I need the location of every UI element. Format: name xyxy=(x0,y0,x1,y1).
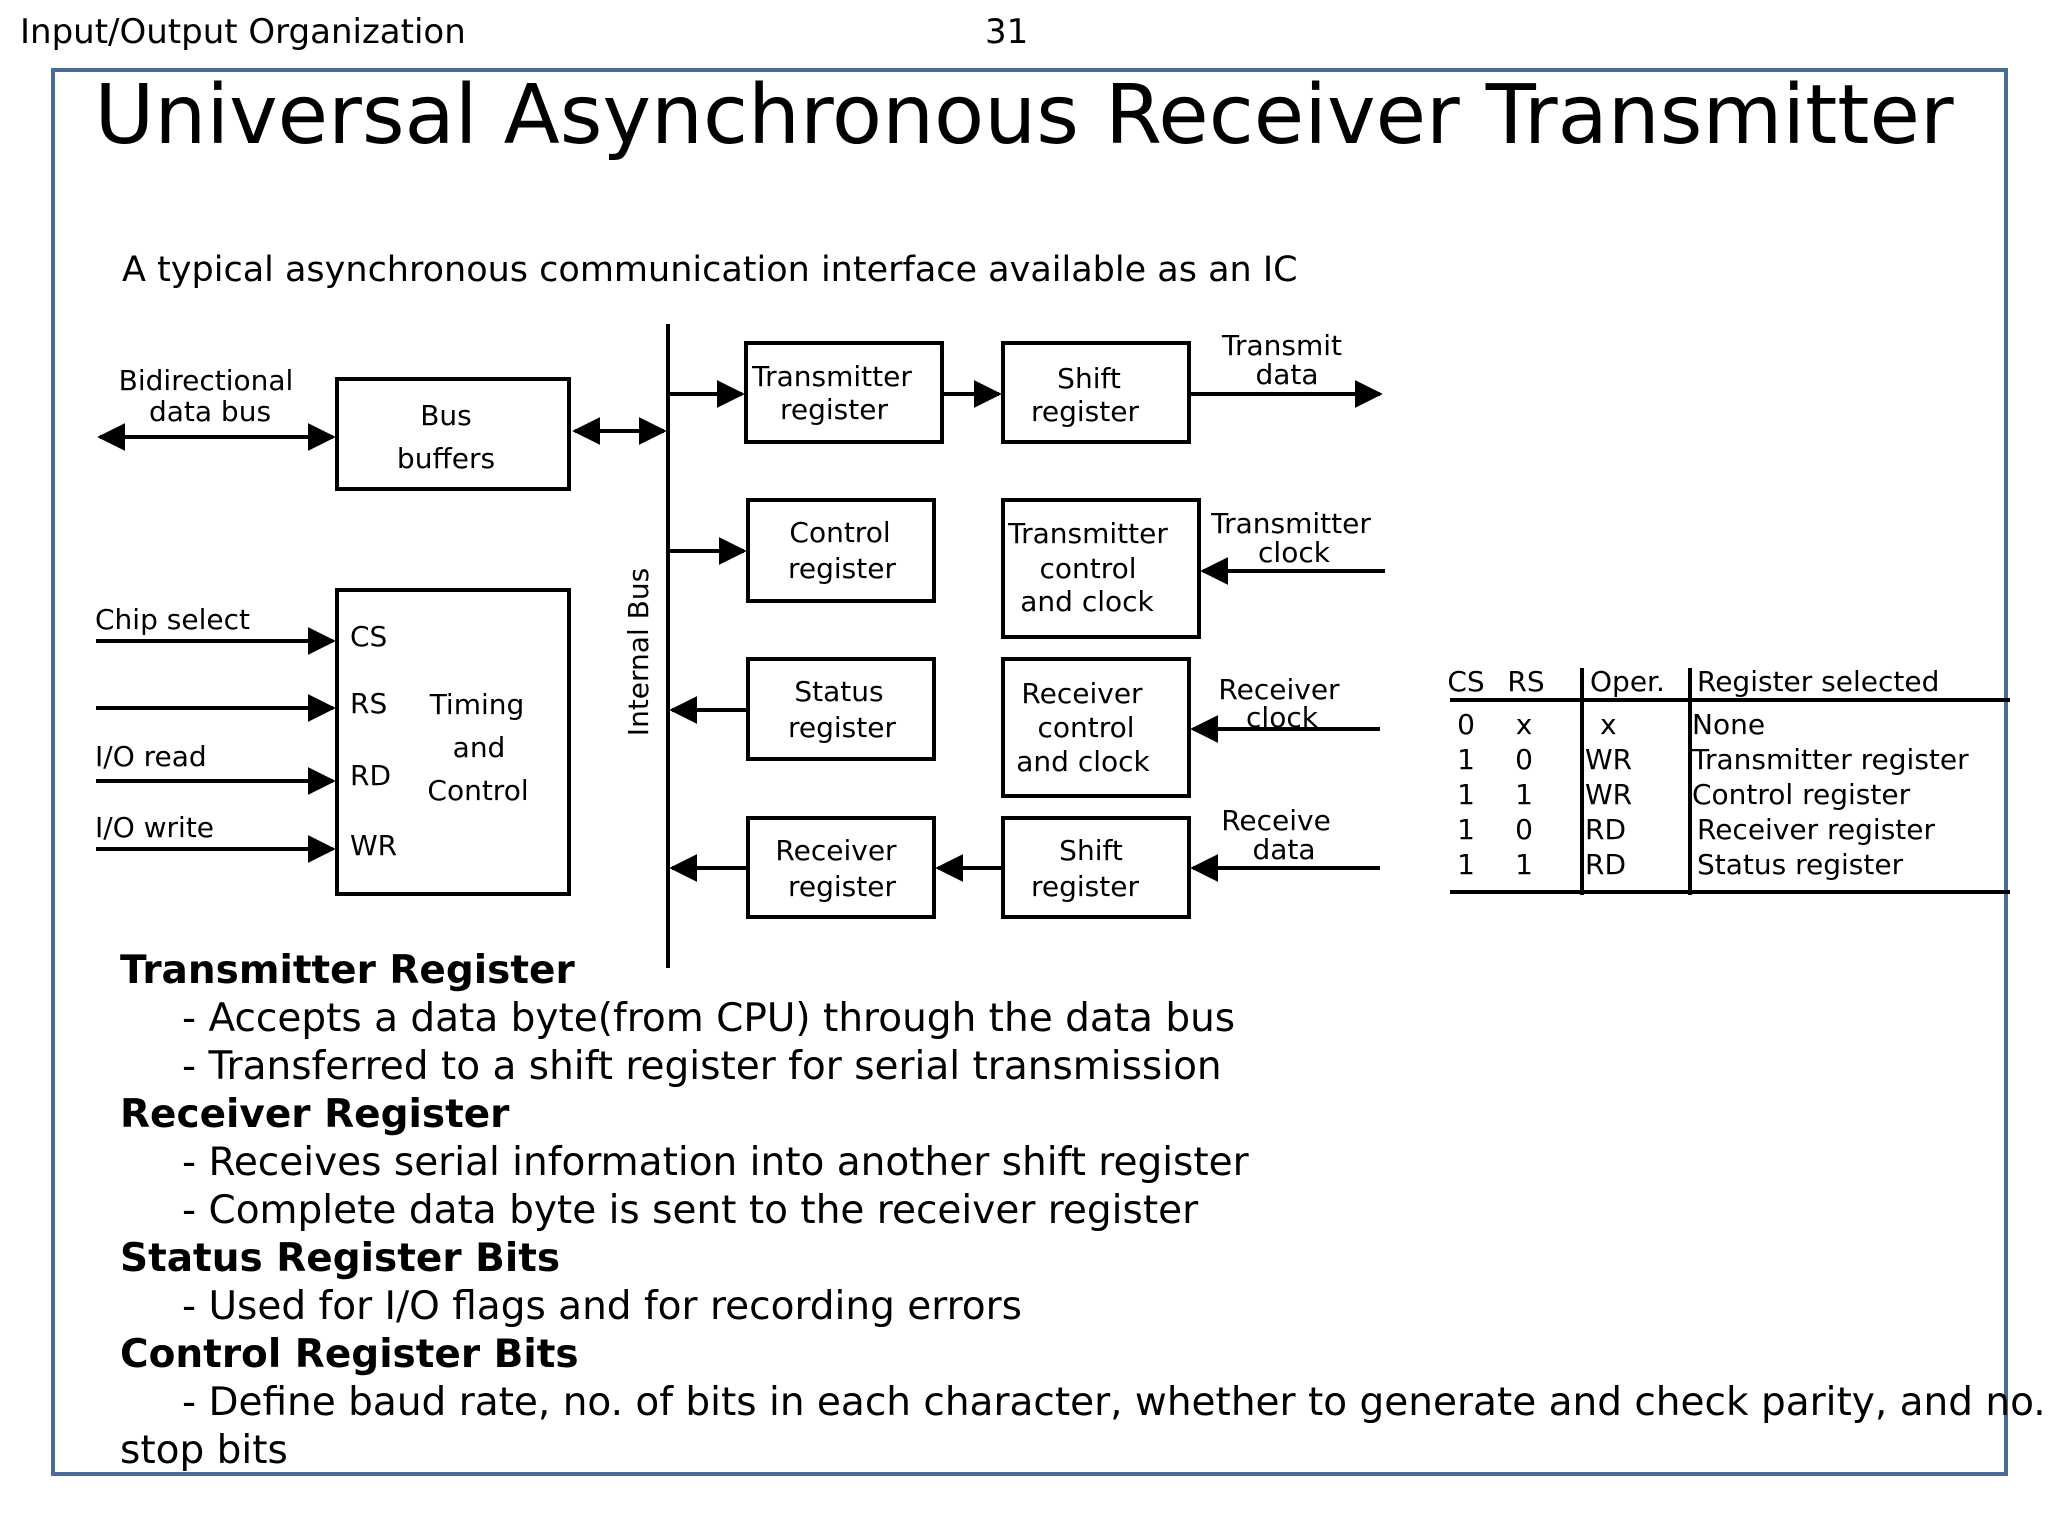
receiver-register-box xyxy=(746,816,936,919)
receive-data-label-1: Receive xyxy=(1221,804,1331,837)
table-cell: 1 xyxy=(1457,778,1475,811)
bus-buffers-box xyxy=(335,377,571,491)
uart-block-diagram: Internal Bus Bidirectional data bus Bus … xyxy=(95,324,2010,968)
rx-control-label-3: and clock xyxy=(1016,745,1150,778)
slide-frame xyxy=(51,68,2008,1476)
status-reg-label-2: register xyxy=(788,711,896,744)
rx-reg-label-1: Receiver xyxy=(775,834,897,867)
rx-control-label-2: control xyxy=(1037,711,1134,744)
pin-rd-label: RD xyxy=(350,759,391,792)
tx-reg-label-2: register xyxy=(780,393,888,426)
bidirectional-label-2: data bus xyxy=(149,395,271,428)
note-item: - Complete data byte is sent to the rece… xyxy=(182,1188,1199,1233)
timing-control-box xyxy=(335,588,571,896)
control-register-box xyxy=(746,498,936,603)
table-cell: RD xyxy=(1585,813,1626,846)
bus-buffers-label-2: buffers xyxy=(397,442,495,475)
shift-register-tx-box xyxy=(1001,341,1191,444)
note-item: - Accepts a data byte(from CPU) through … xyxy=(182,996,1236,1041)
timing-label-2: and xyxy=(453,731,506,764)
tx-clock-label-1: Transmitter xyxy=(1210,507,1371,540)
register-notes: Transmitter Register - Accepts a data by… xyxy=(120,947,2048,1475)
table-header-cs: CS xyxy=(1447,665,1484,698)
table-cell: Status register xyxy=(1697,848,1904,881)
note-item: - Used for I/O flags and for recording e… xyxy=(182,1284,1022,1329)
table-cell: x xyxy=(1600,708,1617,741)
table-cell: Transmitter register xyxy=(1691,743,1969,776)
note-heading-control: Control Register Bits xyxy=(120,1332,579,1377)
table-header-rs: RS xyxy=(1507,665,1544,698)
rx-control-clock-box xyxy=(1001,657,1191,798)
tx-control-label-3: and clock xyxy=(1020,585,1154,618)
table-cell: Control register xyxy=(1692,778,1911,811)
note-item-continuation: stop bits xyxy=(120,1428,288,1473)
table-cell: RD xyxy=(1585,848,1626,881)
rx-clock-label-2: clock xyxy=(1246,701,1319,734)
table-cell: 0 xyxy=(1515,813,1533,846)
pin-rs-label: RS xyxy=(350,687,387,720)
transmit-data-label-2: data xyxy=(1255,358,1318,391)
timing-label-3: Control xyxy=(427,774,528,807)
slide-subtitle: A typical asynchronous communication int… xyxy=(122,250,1298,290)
transmit-data-label-1: Transmit xyxy=(1221,329,1342,362)
note-heading-receiver: Receiver Register xyxy=(120,1092,510,1137)
shift-tx-label-1: Shift xyxy=(1057,362,1121,395)
tx-control-label-2: control xyxy=(1039,552,1136,585)
shift-tx-label-2: register xyxy=(1031,395,1139,428)
note-item: - Receives serial information into anoth… xyxy=(182,1140,1249,1185)
table-cell: x xyxy=(1516,708,1533,741)
shift-rx-label-2: register xyxy=(1031,870,1139,903)
note-heading-transmitter: Transmitter Register xyxy=(120,948,575,993)
shift-rx-label-1: Shift xyxy=(1059,834,1123,867)
status-register-box xyxy=(746,657,936,761)
rx-reg-label-2: register xyxy=(788,870,896,903)
table-cell: Receiver register xyxy=(1697,813,1936,846)
note-item: - Define baud rate, no. of bits in each … xyxy=(182,1380,2048,1425)
pin-cs-label: CS xyxy=(350,620,387,653)
shift-register-rx-box xyxy=(1001,816,1191,919)
transmitter-register-box xyxy=(744,341,944,444)
page-number: 31 xyxy=(985,12,1029,52)
pin-wr-label: WR xyxy=(350,829,397,862)
table-cell: 1 xyxy=(1457,848,1475,881)
status-reg-label-1: Status xyxy=(794,675,883,708)
tx-clock-label-2: clock xyxy=(1258,536,1331,569)
table-cell: 1 xyxy=(1515,848,1533,881)
bus-buffers-label-1: Bus xyxy=(420,399,472,432)
control-reg-label-2: register xyxy=(788,552,896,585)
note-item: - Transferred to a shift register for se… xyxy=(182,1044,1222,1089)
table-header-register: Register selected xyxy=(1697,665,1939,698)
header-section: Input/Output Organization xyxy=(20,12,466,52)
table-header-oper: Oper. xyxy=(1590,665,1665,698)
table-cell: WR xyxy=(1585,778,1632,811)
register-select-table: CS RS Oper. Register selected 0 x x None… xyxy=(1447,665,1969,881)
rx-clock-label-1: Receiver xyxy=(1218,673,1340,706)
table-cell: 1 xyxy=(1515,778,1533,811)
receive-data-label-2: data xyxy=(1252,833,1315,866)
io-read-label: I/O read xyxy=(95,740,207,773)
table-cell: 1 xyxy=(1457,813,1475,846)
slide-title: Universal Asynchronous Receiver Transmit… xyxy=(94,68,1954,163)
control-reg-label-1: Control xyxy=(789,516,890,549)
table-cell: None xyxy=(1692,708,1765,741)
io-write-label: I/O write xyxy=(95,811,214,844)
rx-control-label-1: Receiver xyxy=(1021,677,1143,710)
note-heading-status: Status Register Bits xyxy=(120,1236,561,1281)
table-cell: 0 xyxy=(1457,708,1475,741)
table-cell: WR xyxy=(1585,743,1632,776)
internal-bus-label: Internal Bus xyxy=(622,568,655,736)
tx-control-clock-box xyxy=(1001,498,1201,639)
table-cell: 1 xyxy=(1457,743,1475,776)
timing-label-1: Timing xyxy=(429,688,525,721)
bidirectional-label-1: Bidirectional xyxy=(119,364,294,397)
tx-control-label-1: Transmitter xyxy=(1007,517,1168,550)
table-cell: 0 xyxy=(1515,743,1533,776)
tx-reg-label-1: Transmitter xyxy=(751,360,912,393)
chip-select-label: Chip select xyxy=(95,603,250,636)
